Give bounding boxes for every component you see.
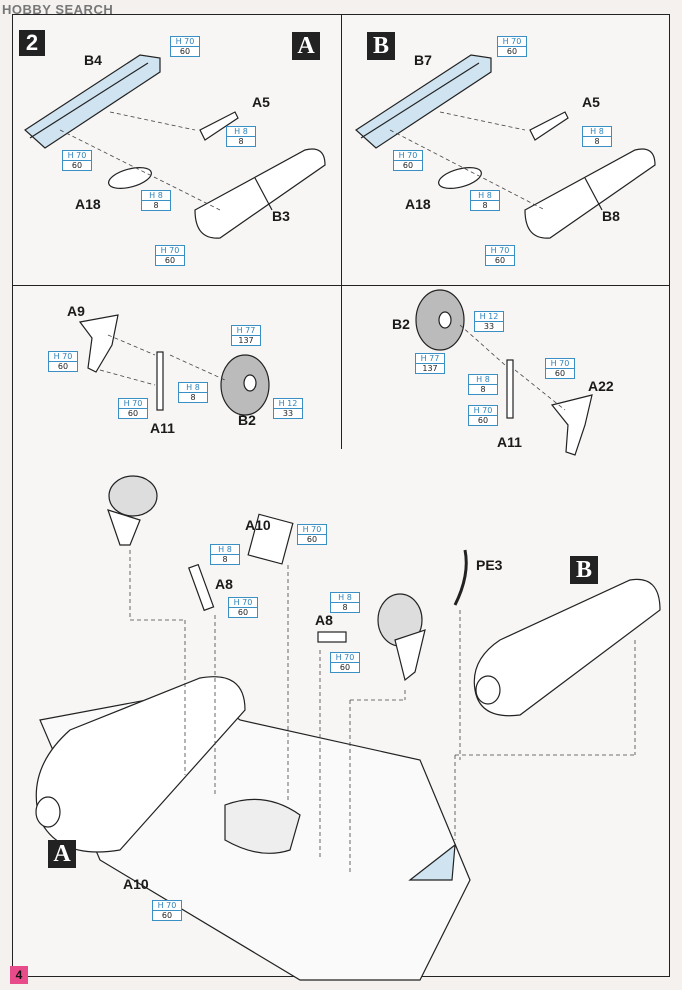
part-label-a11: A11 — [150, 420, 175, 436]
door-a9-drawing — [78, 314, 119, 373]
tank-b3-drawing — [194, 148, 326, 239]
part-a18-drawing — [108, 167, 152, 189]
pylon-b4-drawing — [24, 54, 161, 149]
panel-mid-right — [341, 285, 670, 475]
part-label-a5b: A5 — [582, 94, 600, 110]
watermark: HOBBY SEARCH — [2, 2, 114, 17]
tank-b-drawing — [473, 578, 661, 717]
part-label-a18b: A18 — [405, 196, 431, 212]
nose-cone-a5b-drawing — [529, 111, 569, 141]
part-label-a8b: A8 — [315, 612, 333, 628]
door-a22-drawing — [550, 394, 593, 456]
tank-b8-drawing — [524, 148, 656, 239]
part-label-a11b: A11 — [497, 434, 522, 450]
part-label-b4: B4 — [84, 52, 102, 68]
nose-cone-a5-drawing — [199, 111, 239, 141]
antenna-pe3-drawing — [453, 549, 468, 606]
part-label-b8: B8 — [602, 208, 620, 224]
part-label-b7: B7 — [414, 52, 432, 68]
step-number: 2 — [19, 30, 45, 56]
part-label-b2: B2 — [238, 412, 256, 428]
version-badge-b-bottom: B — [570, 556, 598, 584]
strut-a11-drawing — [156, 351, 164, 411]
version-badge-b-top: B — [367, 32, 395, 60]
version-badge-a-bottom: A — [48, 840, 76, 868]
strut-a11b-drawing — [506, 359, 514, 419]
door-a10-drawing — [247, 513, 294, 565]
part-label-a18: A18 — [75, 196, 101, 212]
part-label-pe3: PE3 — [476, 557, 503, 573]
part-label-a5: A5 — [252, 94, 270, 110]
version-badge-a-top: A — [292, 32, 320, 60]
wheel-unit-left-drawing — [108, 475, 158, 517]
part-label-a22: A22 — [588, 378, 614, 394]
part-label-b3: B3 — [272, 208, 290, 224]
page-number: 4 — [10, 966, 28, 984]
pylon-b7-drawing — [355, 54, 492, 149]
part-label-a8: A8 — [215, 576, 233, 592]
part-label-b2b: B2 — [392, 316, 410, 332]
part-a18b-drawing — [438, 167, 482, 189]
part-label-a10b: A10 — [123, 876, 149, 892]
part-label-a9: A9 — [67, 303, 85, 319]
part-label-a10: A10 — [245, 517, 271, 533]
